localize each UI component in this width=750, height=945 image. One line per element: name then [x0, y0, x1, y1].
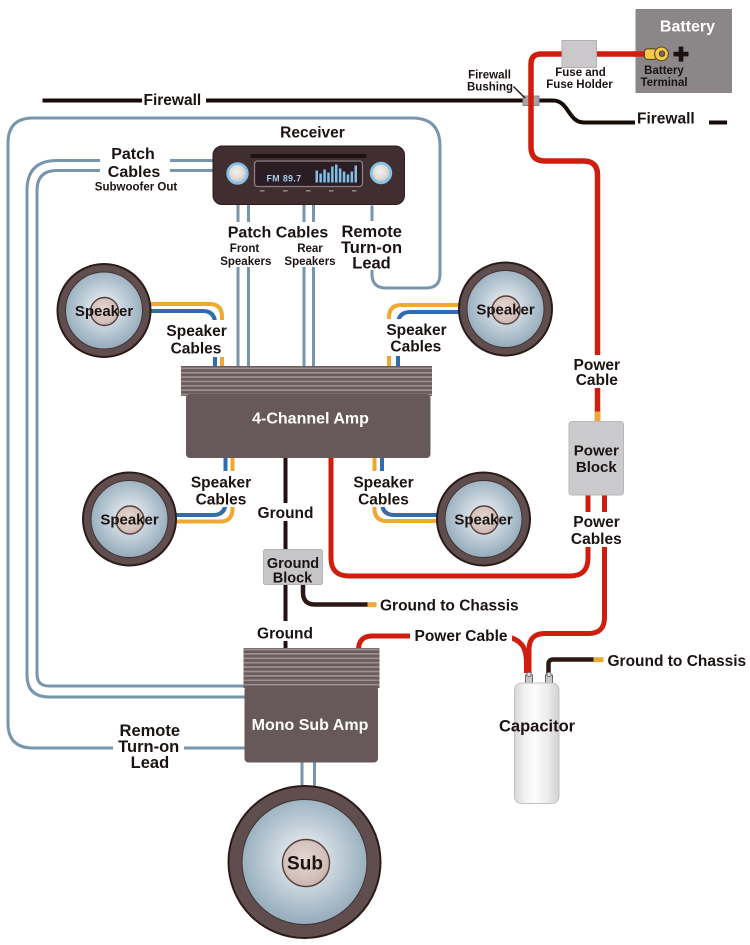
- svg-text:Firewall: Firewall: [468, 70, 511, 82]
- svg-text:Speaker: Speaker: [75, 303, 134, 320]
- svg-text:Mono Sub Amp: Mono Sub Amp: [252, 717, 369, 734]
- svg-text:Ground: Ground: [267, 556, 319, 572]
- svg-text:Subwoofer Out: Subwoofer Out: [95, 182, 178, 194]
- svg-text:Block: Block: [576, 459, 618, 476]
- svg-text:4-Channel Amp: 4-Channel Amp: [252, 411, 369, 428]
- svg-text:Power: Power: [574, 357, 621, 374]
- svg-text:Fuse and: Fuse and: [555, 67, 605, 79]
- svg-text:Firewall: Firewall: [637, 111, 695, 128]
- svg-text:Receiver: Receiver: [280, 125, 345, 142]
- svg-text:Power: Power: [573, 514, 620, 531]
- svg-text:Turn-on: Turn-on: [118, 738, 179, 756]
- svg-text:Speaker: Speaker: [100, 512, 159, 529]
- svg-text:Speakers: Speakers: [220, 256, 271, 268]
- svg-text:Cables: Cables: [171, 341, 222, 358]
- svg-text:Terminal: Terminal: [640, 77, 687, 89]
- svg-text:Fuse Holder: Fuse Holder: [546, 79, 613, 91]
- svg-text:Lead: Lead: [131, 754, 170, 772]
- svg-text:Remote: Remote: [120, 722, 181, 740]
- svg-text:Speaker: Speaker: [166, 323, 226, 340]
- svg-text:Cables: Cables: [571, 531, 622, 548]
- svg-text:Cables: Cables: [196, 492, 247, 509]
- svg-text:Remote: Remote: [341, 223, 402, 241]
- svg-text:Ground: Ground: [257, 626, 313, 643]
- svg-text:Speakers: Speakers: [284, 256, 335, 268]
- svg-text:Speaker: Speaker: [454, 512, 513, 529]
- svg-text:Ground to Chassis: Ground to Chassis: [380, 598, 519, 615]
- svg-text:Speaker: Speaker: [386, 322, 446, 339]
- svg-text:Ground: Ground: [258, 505, 314, 522]
- svg-text:Cables: Cables: [390, 339, 441, 356]
- svg-text:Battery: Battery: [660, 19, 715, 36]
- svg-text:Firewall: Firewall: [144, 92, 202, 109]
- svg-text:Block: Block: [273, 571, 313, 587]
- svg-text:Power Cable: Power Cable: [414, 628, 507, 645]
- svg-text:Capacitor: Capacitor: [499, 718, 576, 736]
- svg-text:Rear: Rear: [297, 243, 323, 255]
- svg-text:Cables: Cables: [108, 164, 161, 181]
- svg-text:Power: Power: [574, 443, 619, 460]
- svg-text:Lead: Lead: [352, 255, 391, 273]
- svg-text:Speaker: Speaker: [476, 302, 535, 319]
- svg-text:Cable: Cable: [576, 372, 619, 389]
- svg-text:FM 89.7: FM 89.7: [267, 174, 302, 184]
- svg-text:Patch Cables: Patch Cables: [228, 225, 329, 242]
- svg-text:Bushing: Bushing: [467, 81, 513, 93]
- svg-text:Ground to Chassis: Ground to Chassis: [608, 653, 747, 670]
- svg-text:Speaker: Speaker: [353, 475, 413, 492]
- svg-text:Cables: Cables: [358, 492, 409, 509]
- svg-text:Patch: Patch: [111, 146, 155, 163]
- svg-text:Turn-on: Turn-on: [341, 239, 402, 257]
- svg-text:Speaker: Speaker: [191, 475, 251, 492]
- svg-text:Front: Front: [230, 243, 260, 255]
- svg-text:Sub: Sub: [287, 854, 323, 875]
- svg-text:Battery: Battery: [644, 65, 684, 77]
